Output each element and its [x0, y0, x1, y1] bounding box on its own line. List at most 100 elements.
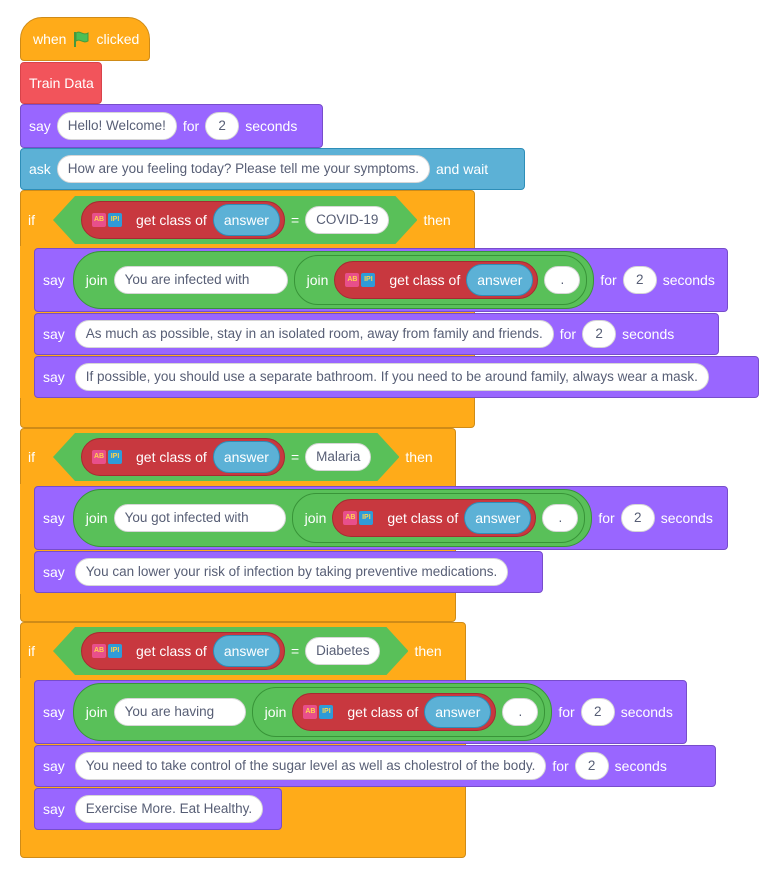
join-label: join: [85, 510, 108, 526]
say-text-input[interactable]: If possible, you should use a separate b…: [74, 363, 709, 391]
dot-input[interactable]: .: [502, 698, 539, 726]
get-class-label: get class of: [136, 449, 207, 465]
if-block-arm: [20, 678, 34, 830]
compare-value-input[interactable]: Diabetes: [305, 637, 380, 665]
equals-label: =: [290, 449, 300, 465]
answer-reporter[interactable]: answer: [464, 502, 532, 534]
say-text-input[interactable]: Hello! Welcome!: [56, 112, 177, 140]
join-label: join: [304, 510, 327, 526]
answer-reporter[interactable]: answer: [424, 696, 492, 728]
seconds-label: seconds: [614, 758, 667, 774]
compare-value-input[interactable]: Malaria: [305, 443, 371, 471]
seconds-input[interactable]: 2: [620, 504, 655, 532]
seconds-label: seconds: [245, 118, 298, 134]
join-label: join: [85, 272, 108, 288]
for-label: for: [598, 510, 615, 526]
say-label: say: [43, 510, 65, 526]
ask-label: ask: [29, 161, 51, 177]
then-label: then: [405, 449, 433, 465]
if-block-arm: [20, 246, 34, 398]
say-label: say: [43, 564, 65, 580]
for-label: for: [558, 704, 575, 720]
say-text-input[interactable]: Exercise More. Eat Healthy.: [74, 795, 264, 823]
say-block[interactable]: say Hello! Welcome! for 2 seconds: [20, 104, 323, 148]
train-data-block[interactable]: Train Data: [20, 62, 102, 104]
seconds-input[interactable]: 2: [622, 266, 657, 294]
seconds-label: seconds: [622, 326, 675, 342]
compare-value-input[interactable]: COVID-19: [305, 206, 389, 234]
join-text-input[interactable]: You are having: [113, 698, 246, 726]
ask-text-input[interactable]: How are you feeling today? Please tell m…: [56, 155, 430, 183]
join-text-input[interactable]: You are infected with: [113, 266, 288, 294]
say-text-input[interactable]: You need to take control of the sugar le…: [74, 752, 547, 780]
for-label: for: [552, 758, 569, 774]
then-label: then: [423, 212, 451, 228]
if-label: if: [28, 449, 35, 465]
say-block[interactable]: say You need to take control of the suga…: [34, 745, 716, 787]
join-label: join: [85, 704, 108, 720]
get-class-label: get class of: [389, 272, 461, 288]
join-text-input[interactable]: You got infected with: [113, 504, 286, 532]
equals-label: =: [290, 212, 300, 228]
seconds-input[interactable]: 2: [580, 698, 615, 726]
equals-label: =: [290, 643, 300, 659]
say-block[interactable]: say If possible, you should use a separa…: [34, 356, 759, 398]
join-label: join: [264, 704, 287, 720]
train-data-label: Train Data: [29, 75, 94, 91]
when-flag-clicked-block[interactable]: when clicked: [20, 17, 150, 61]
ask-block[interactable]: ask How are you feeling today? Please te…: [20, 148, 525, 190]
and-wait-label: and wait: [435, 161, 489, 177]
say-label: say: [29, 118, 51, 134]
answer-reporter[interactable]: answer: [213, 635, 280, 667]
if-label: if: [28, 212, 35, 228]
join-label: join: [306, 272, 329, 288]
dot-input[interactable]: .: [542, 504, 579, 532]
answer-reporter[interactable]: answer: [466, 264, 534, 296]
seconds-label: seconds: [662, 272, 715, 288]
say-label: say: [43, 369, 65, 385]
seconds-input[interactable]: 2: [582, 320, 617, 348]
say-label: say: [43, 801, 65, 817]
if-label: if: [28, 643, 35, 659]
say-label: say: [43, 326, 65, 342]
answer-reporter[interactable]: answer: [213, 441, 280, 473]
say-block[interactable]: say Exercise More. Eat Healthy.: [34, 788, 282, 830]
seconds-input[interactable]: 2: [574, 752, 609, 780]
say-text-input[interactable]: As much as possible, stay in an isolated…: [74, 320, 554, 348]
answer-reporter[interactable]: answer: [213, 204, 280, 236]
say-block[interactable]: say As much as possible, stay in an isol…: [34, 313, 719, 355]
if-block-arm: [20, 484, 34, 594]
clicked-label: clicked: [96, 31, 140, 47]
dot-input[interactable]: .: [544, 266, 581, 294]
say-block[interactable]: say You can lower your risk of infection…: [34, 551, 543, 593]
get-class-label: get class of: [387, 510, 459, 526]
say-text-input[interactable]: You can lower your risk of infection by …: [74, 558, 509, 586]
seconds-input[interactable]: 2: [205, 112, 240, 140]
then-label: then: [414, 643, 442, 659]
